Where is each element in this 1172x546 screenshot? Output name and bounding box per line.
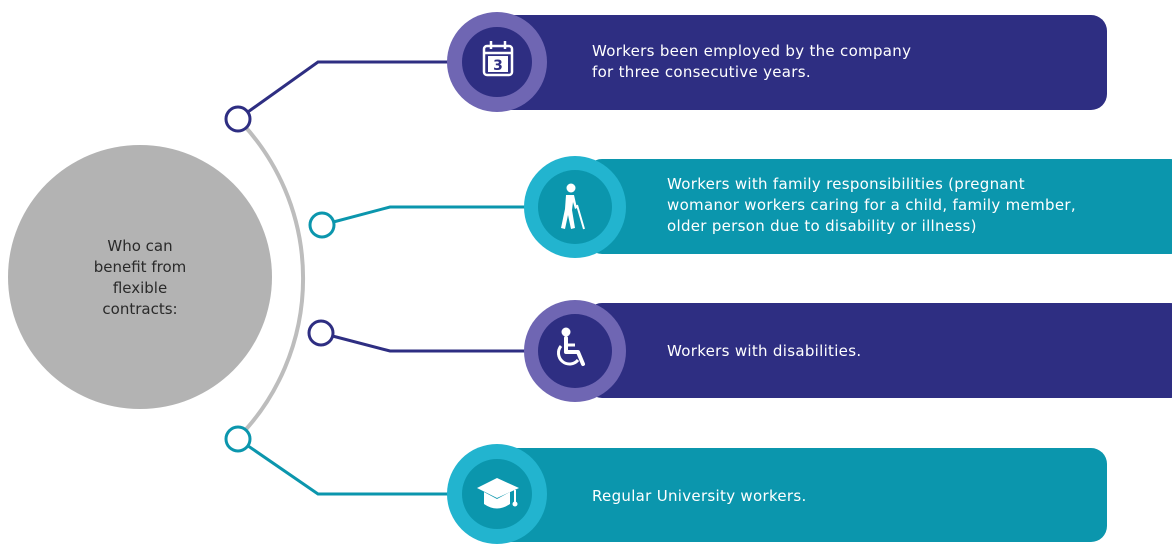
card-text-family: Workers with family responsibilities (pr… <box>667 174 1167 237</box>
node-dot-family <box>308 211 336 239</box>
connector-arc <box>236 117 305 440</box>
calendar-icon-number: 3 <box>493 58 503 74</box>
hub-circle <box>8 145 272 409</box>
card-text-employed: Workers been employed by the company for… <box>592 41 1082 83</box>
card-bg-university <box>486 448 1107 542</box>
card-bg-disabilities <box>586 303 1172 398</box>
card-text-disabilities: Workers with disabilities. <box>667 341 1147 362</box>
calendar-icon: 3 <box>482 41 514 77</box>
hub-label-line: Who can <box>107 237 173 255</box>
node-dot-employed <box>224 105 252 133</box>
card-text-line: older person due to disability or illnes… <box>667 217 977 235</box>
card-text-line: Workers with disabilities. <box>667 342 862 360</box>
card-text-line: for three consecutive years. <box>592 63 811 81</box>
card-text-line: Workers been employed by the company <box>592 42 912 60</box>
card-bg-family <box>586 159 1172 254</box>
node-dot-university <box>224 425 252 453</box>
connector-line-family <box>321 205 530 227</box>
connector-line-disabilities <box>320 331 530 353</box>
card-text-line: Regular University workers. <box>592 487 807 505</box>
hub-label-line: benefit from <box>93 258 187 276</box>
connector-line-university <box>237 437 455 496</box>
card-text-university: Regular University workers. <box>592 486 1072 507</box>
hub-label-line: flexible <box>112 279 168 297</box>
hub-label: Who can benefit from flexible contracts: <box>60 236 220 320</box>
node-dot-disabilities <box>307 319 335 347</box>
elderly-person-icon <box>561 183 585 230</box>
connector-line-employed <box>237 60 455 121</box>
graduation-cap-icon <box>477 478 519 509</box>
hub-label-line: contracts: <box>102 300 178 318</box>
card-text-line: womanor workers caring for a child, fami… <box>667 196 1076 214</box>
card-text-line: Workers with family responsibilities (pr… <box>667 175 1025 193</box>
card-bg-employed <box>486 15 1107 110</box>
wheelchair-icon <box>557 327 585 366</box>
